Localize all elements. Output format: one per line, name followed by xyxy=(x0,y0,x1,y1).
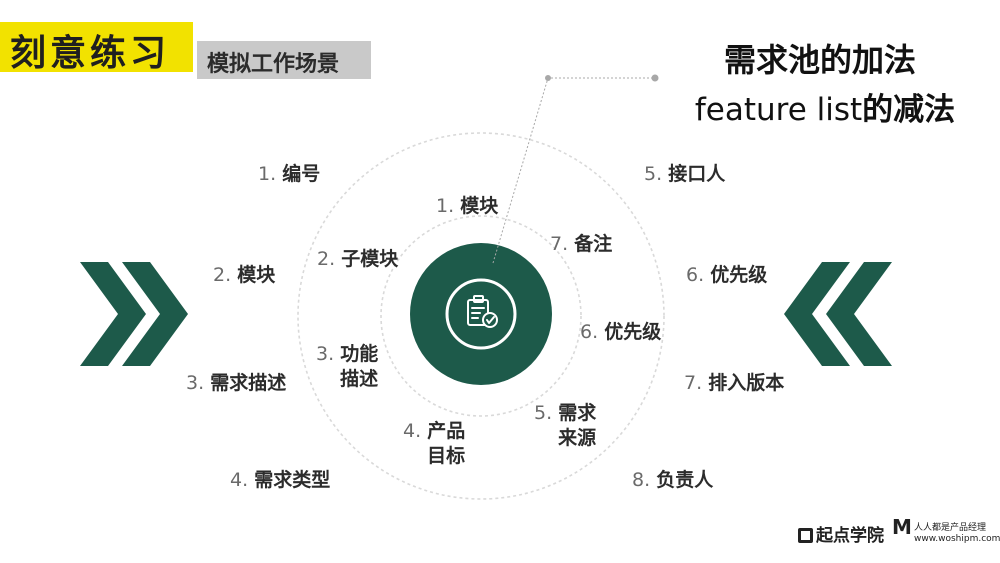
right-title-latin: feature list xyxy=(694,92,863,128)
clipboard-check-icon xyxy=(467,295,498,328)
center-disc xyxy=(410,243,552,385)
callout-dot-start xyxy=(545,75,551,81)
inner-item: 7. 备注 xyxy=(550,233,613,255)
qidian-logo-icon xyxy=(798,528,813,543)
chevron-left-icon-1 xyxy=(826,262,892,366)
woshipm-logo-icon: M xyxy=(892,515,912,539)
right-title-cjk: 的减法 xyxy=(862,92,956,128)
outer-dashed-ring xyxy=(297,132,665,500)
inner-item: 5. 需求来源 xyxy=(534,402,597,449)
outer-right-item: 5. 接口人 xyxy=(644,163,726,185)
callout-dot-end xyxy=(651,74,659,82)
center-ring xyxy=(445,278,517,350)
title-highlight xyxy=(0,22,193,72)
outer-right-item: 7. 排入版本 xyxy=(684,372,785,394)
outer-left-item: 3. 需求描述 xyxy=(186,372,287,394)
inner-dashed-ring xyxy=(380,215,582,417)
inner-item: 1. 模块 xyxy=(436,195,499,217)
inner-item: 2. 子模块 xyxy=(317,248,399,270)
outer-right-item: 8. 负责人 xyxy=(632,469,714,491)
chevron-right-icon-2 xyxy=(122,262,188,366)
outer-left-item: 4. 需求类型 xyxy=(230,469,331,491)
right-title-line1: 需求池的加法 xyxy=(723,41,916,79)
inner-item: 3. 功能描述 xyxy=(316,343,379,390)
right-title-line2: feature list的减法 xyxy=(660,84,990,129)
inner-item: 6. 优先级 xyxy=(580,321,662,343)
inner-item: 4. 产品目标 xyxy=(403,420,466,467)
subtitle-tag xyxy=(197,41,371,79)
qidian-logo: 起点学院 xyxy=(798,521,884,546)
chevron-left-icon-2 xyxy=(784,262,850,366)
subtitle-tag-label: 模拟工作场景 xyxy=(207,51,340,77)
chevron-right-icon-1 xyxy=(80,262,146,366)
page-title: 刻意练习 xyxy=(10,32,171,74)
outer-left-item: 1. 编号 xyxy=(258,163,321,185)
outer-left-item: 2. 模块 xyxy=(213,264,276,286)
outer-right-item: 6. 优先级 xyxy=(686,264,768,286)
